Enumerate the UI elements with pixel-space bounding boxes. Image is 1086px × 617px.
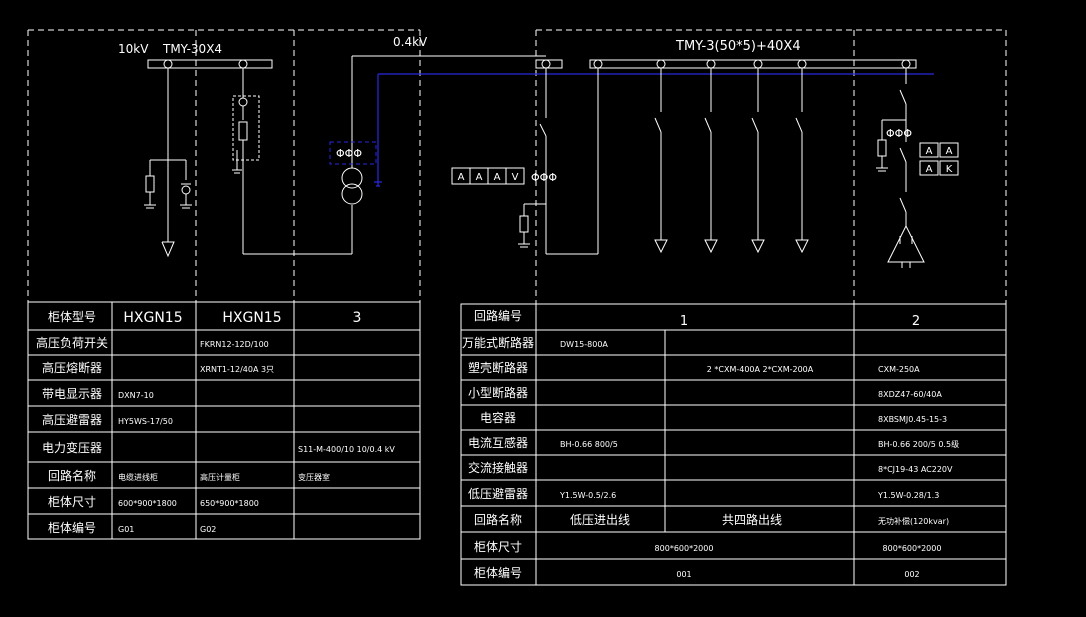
lv-row-col-a: BH-0.66 800/5 xyxy=(560,440,618,449)
meter-label: A xyxy=(494,172,501,183)
hv-row-label: 回路名称 xyxy=(48,468,96,483)
hv-row-label: 电力变压器 xyxy=(42,440,102,455)
lv-row-col-a: 低压进出线 xyxy=(570,513,630,527)
hv-incoming-circuit xyxy=(144,68,192,258)
hv-row-label: 柜体编号 xyxy=(48,520,96,535)
hv-row-col3: 变压器室 xyxy=(298,472,330,482)
lv-voltage-label: 0.4kV xyxy=(393,35,428,49)
hv-header-label: 柜体型号 xyxy=(48,310,96,324)
hv-busbar xyxy=(147,59,273,69)
lv-row-label: 小型断路器 xyxy=(468,385,528,400)
lv-row-label: 电流互感器 xyxy=(468,435,528,450)
lv-table-rows: 万能式断路器 DW15-800A 塑壳断路器 2 *CXM-400A 2*CXM-20… xyxy=(462,335,959,580)
lv-row-label: 柜体尺寸 xyxy=(474,540,522,554)
lv-row-col-ab: 800*600*2000 xyxy=(655,544,714,553)
meter-label: K xyxy=(946,164,953,175)
lv-row-col-c: 无功补偿(120kvar) xyxy=(878,516,949,526)
meter-label: A xyxy=(946,146,953,157)
lv-header-col1: 1 xyxy=(680,314,688,329)
meter-label: A xyxy=(458,172,465,183)
hv-equipment-table: 柜体型号 HXGN15 HXGN15 3 xyxy=(27,301,421,540)
hv-row-col2: G02 xyxy=(200,525,216,534)
outgoing-feeders xyxy=(654,68,809,254)
hv-row-col1: 电缆进线柜 xyxy=(118,472,158,482)
lv-row-col-ab: 001 xyxy=(676,570,691,579)
hv-row-col1: DXN7-10 xyxy=(118,391,154,400)
hv-row-col2: FKRN12-12D/100 xyxy=(200,340,269,349)
lv-meters: A A A V xyxy=(451,167,525,185)
lv-row-col-a: Y1.5W-0.5/2.6 xyxy=(559,491,616,500)
hv-table-rows: 高压负荷开关 FKRN12-12D/100 高压熔断器 XRNT1-12/40A 3只… xyxy=(36,335,395,535)
lv-row-col-c: 8XDZ47-60/40A xyxy=(878,390,942,399)
lv-row-label: 柜体编号 xyxy=(474,565,522,580)
lv-row-label: 回路名称 xyxy=(474,512,522,527)
lv-row-col-a: DW15-800A xyxy=(560,340,608,349)
lv-row-col-b: 共四路出线 xyxy=(722,512,782,527)
meter-label: A xyxy=(476,172,483,183)
lv-row-col-c: 002 xyxy=(904,570,919,579)
hv-row-col1: 600*900*1800 xyxy=(118,499,177,508)
hv-row-label: 高压避雷器 xyxy=(42,412,102,427)
meter-label: V xyxy=(512,172,519,183)
lv-row-col-c: CXM-250A xyxy=(878,365,920,374)
lv-row-col-c: 8XBSMJ0.45-15-3 xyxy=(878,415,947,424)
lv-busbar-label: TMY-3(50*5)+40X4 xyxy=(675,39,801,54)
lv-row-col-b: 2 *CXM-400A 2*CXM-200A xyxy=(707,365,814,374)
hv-metering-circuit xyxy=(232,68,352,255)
lv-header-label: 回路编号 xyxy=(474,308,522,323)
lv-equipment-table: 回路编号 1 2 xyxy=(460,303,1007,586)
hv-row-label: 柜体尺寸 xyxy=(48,495,96,509)
hv-row-col2: XRNT1-12/40A 3只 xyxy=(200,365,274,374)
meter-label: A xyxy=(926,164,933,175)
hv-header-col2: HXGN15 xyxy=(222,310,281,326)
hv-row-col2: 高压计量柜 xyxy=(200,472,240,482)
hv-row-label: 带电显示器 xyxy=(42,387,102,401)
hv-row-label: 高压熔断器 xyxy=(42,360,102,375)
hv-dashed-frames xyxy=(27,29,421,302)
hv-header-col1: HXGN15 xyxy=(123,310,182,326)
hv-row-col1: G01 xyxy=(118,525,134,534)
lv-row-col-c: BH-0.66 200/5 0.5级 xyxy=(878,439,959,449)
lv-row-label: 万能式断路器 xyxy=(462,335,534,350)
lv-row-label: 交流接触器 xyxy=(468,460,528,475)
hv-row-col3: S11-M-400/10 10/0.4 kV xyxy=(298,445,395,454)
lv-row-col-c: Y1.5W-0.28/1.3 xyxy=(877,491,939,500)
meter-label: A xyxy=(926,146,933,157)
power-transformer: ΦΦΦ xyxy=(329,55,546,254)
cap-ct-symbol: ΦΦΦ xyxy=(886,127,912,140)
capacitor-circuit: ΦΦΦ xyxy=(876,68,925,268)
hv-row-col1: HY5WS-17/50 xyxy=(118,417,173,426)
lv-row-col-c: 8*CJ19-43 AC220V xyxy=(878,465,953,474)
lv-header-col2: 2 xyxy=(912,314,920,329)
lv-dashed-frames xyxy=(535,29,1007,304)
lv-row-label: 塑壳断路器 xyxy=(468,360,528,375)
lv-ct-symbol: ΦΦΦ xyxy=(531,171,557,184)
transformer-ct-symbol: ΦΦΦ xyxy=(336,147,362,160)
lv-incoming-circuit: ΦΦΦ xyxy=(518,68,599,255)
hv-voltage-label: 10kV xyxy=(118,42,149,56)
lv-row-col-c: 800*600*2000 xyxy=(883,544,942,553)
hv-row-col2: 650*900*1800 xyxy=(200,499,259,508)
hv-row-label: 高压负荷开关 xyxy=(36,335,108,350)
capacitor-meters: A A A K xyxy=(919,142,959,176)
hv-busbar-label: TMY-30X4 xyxy=(162,42,222,56)
lv-row-label: 电容器 xyxy=(480,410,516,425)
lv-row-label: 低压避雷器 xyxy=(468,487,528,501)
lv-busbar xyxy=(378,59,934,75)
hv-header-col3: 3 xyxy=(353,310,362,326)
